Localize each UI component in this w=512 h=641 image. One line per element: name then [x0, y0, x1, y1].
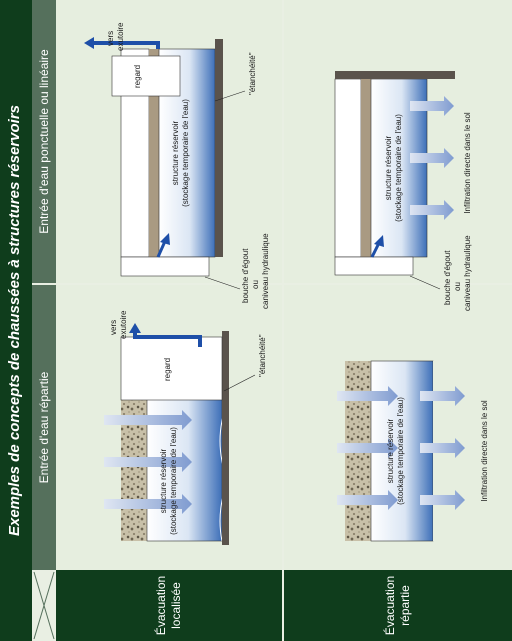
- soil-arrow: [420, 386, 465, 406]
- soil-arrow: [420, 438, 465, 458]
- regard-box: [111, 55, 181, 97]
- exutoire-label: exutoire: [119, 310, 128, 339]
- cell1-diagram: structure réservoir (stockage temporaire…: [104, 310, 267, 545]
- beige-wall: [149, 49, 159, 257]
- outlet-arrow: [129, 323, 141, 333]
- etancheite-label: "étanchéité": [258, 334, 267, 377]
- soil-arrow: [420, 490, 465, 510]
- infiltration-label: Infiltration directe dans le sol: [463, 112, 472, 214]
- exutoire-label: exutoire: [116, 22, 125, 51]
- infiltration-arrow: [104, 410, 192, 430]
- vers-label: vers: [106, 31, 115, 46]
- soil-arrow: [410, 148, 454, 168]
- infiltration-arrow: [337, 386, 398, 406]
- ground-layer: [222, 331, 229, 545]
- inlet-arrow: [374, 235, 384, 247]
- pavement-surface: [334, 78, 362, 258]
- soil-arrow: [410, 200, 454, 220]
- bouche-label-line2: ou: [251, 280, 260, 289]
- structure-label-line2: (stockage temporaire de l'eau): [396, 397, 405, 505]
- structure-label-line1: structure réservoir: [384, 135, 393, 200]
- regard-label: regard: [163, 358, 172, 381]
- inlet-arrow: [160, 233, 170, 245]
- regard-label: regard: [133, 65, 142, 88]
- beige-wall: [361, 79, 371, 257]
- inlet-box: [120, 256, 210, 277]
- structure-label-line2: (stockage temporaire de l'eau): [181, 99, 190, 207]
- etancheite-label: "étanchéité": [248, 52, 257, 95]
- outlet-arrow: [84, 37, 94, 49]
- outlet-pipe: [92, 41, 160, 49]
- infiltration-arrow: [337, 438, 398, 458]
- structure-label-line1: structure réservoir: [159, 448, 168, 513]
- soil-arrow: [410, 96, 454, 116]
- header-corner: [32, 570, 56, 641]
- side-wall: [335, 71, 455, 79]
- bouche-label-line1: bouche d'égout: [443, 250, 452, 305]
- bouche-label-line2: ou: [453, 282, 462, 291]
- structure-label-line1: structure réservoir: [171, 120, 180, 185]
- vers-label: vers: [109, 320, 118, 335]
- cell2-diagram: structure réservoir (stockage temporaire…: [84, 22, 270, 309]
- infiltration-arrow: [337, 490, 398, 510]
- cell4-diagram: structure réservoir (stockage temporaire…: [334, 71, 472, 311]
- bouche-label-line1: bouche d'égout: [241, 248, 250, 303]
- structure-label-line2: (stockage temporaire de l'eau): [169, 427, 178, 535]
- ground-layer: [215, 39, 223, 257]
- infiltration-arrow: [104, 494, 192, 514]
- corner-cross: [33, 571, 55, 640]
- outlet-pipe: [133, 331, 202, 347]
- structure-label-line2: (stockage temporaire de l'eau): [394, 114, 403, 222]
- structure-label-line1: structure réservoir: [386, 418, 395, 483]
- infiltration-arrow: [104, 452, 192, 472]
- inlet-box: [334, 256, 414, 276]
- bouche-label-line3: caniveau hydraulique: [463, 235, 472, 311]
- cell3-diagram: structure réservoir (stockage temporaire…: [337, 360, 489, 542]
- infiltration-label: Infiltration directe dans le sol: [480, 400, 489, 502]
- bouche-label-line3: caniveau hydraulique: [261, 233, 270, 309]
